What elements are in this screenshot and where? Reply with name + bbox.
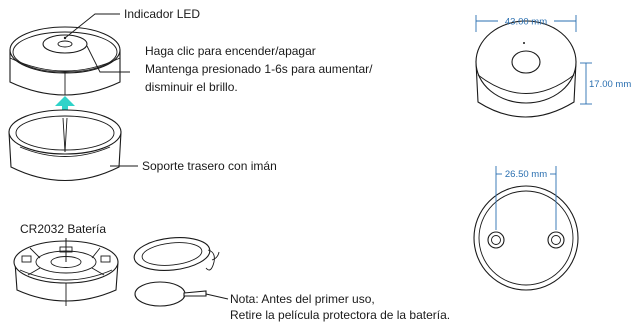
bottom-view-device: [473, 185, 579, 291]
magnet-spacing-label: 26.50 mm: [505, 169, 547, 180]
click-power-label: Haga clic para encender/apagar: [145, 44, 316, 58]
hold-brightness-label-1: Mantenga presionado 1-6s para aumentar/: [145, 62, 373, 76]
note-label-2: Retire la película protectora de la bate…: [230, 308, 450, 322]
height-label: 17.00 mm: [589, 79, 631, 90]
dimension-height: 17.00 mm: [580, 62, 631, 105]
dimension-diameter: 43.00 mm: [475, 15, 577, 32]
light-puck-top: [9, 26, 121, 96]
dimension-magnet-spacing: 26.50 mm: [495, 166, 557, 230]
led-indicator-label: Indicador LED: [124, 7, 200, 21]
coin-battery: [133, 237, 220, 271]
back-holder: [8, 109, 122, 181]
diameter-label: 43.00 mm: [505, 17, 547, 28]
top-view-device: [475, 20, 577, 118]
back-holder-label: Soporte trasero con imán: [142, 159, 277, 173]
battery-label: CR2032 Batería: [20, 222, 106, 236]
note-label-1: Nota: Antes del primer uso,: [230, 292, 375, 306]
protective-film: [134, 281, 207, 307]
hold-brightness-label-2: disminuir el brillo.: [145, 80, 238, 94]
leader-lines: [64, 13, 229, 300]
